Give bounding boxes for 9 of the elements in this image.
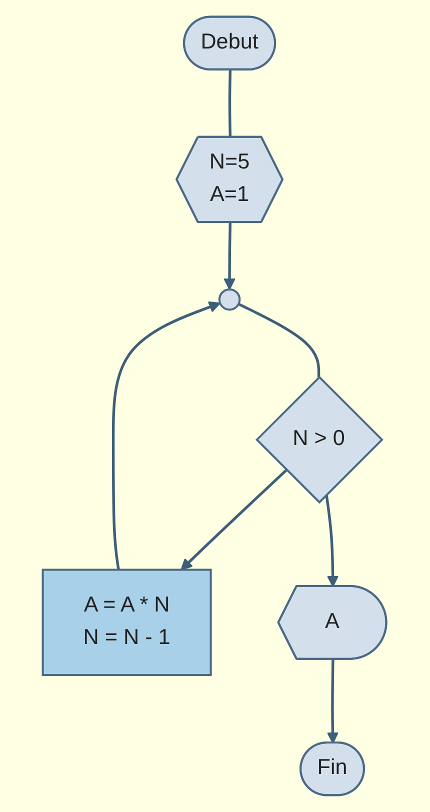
connector [228, 70, 232, 138]
connector [238, 302, 321, 378]
node-circle [218, 288, 242, 311]
arrow [327, 660, 340, 744]
arrow [112, 301, 222, 570]
arrow [224, 222, 236, 290]
node-diamond: N > 0 [256, 376, 384, 504]
arrow [181, 469, 288, 570]
node-box: A = A * N N = N - 1 [42, 568, 212, 676]
